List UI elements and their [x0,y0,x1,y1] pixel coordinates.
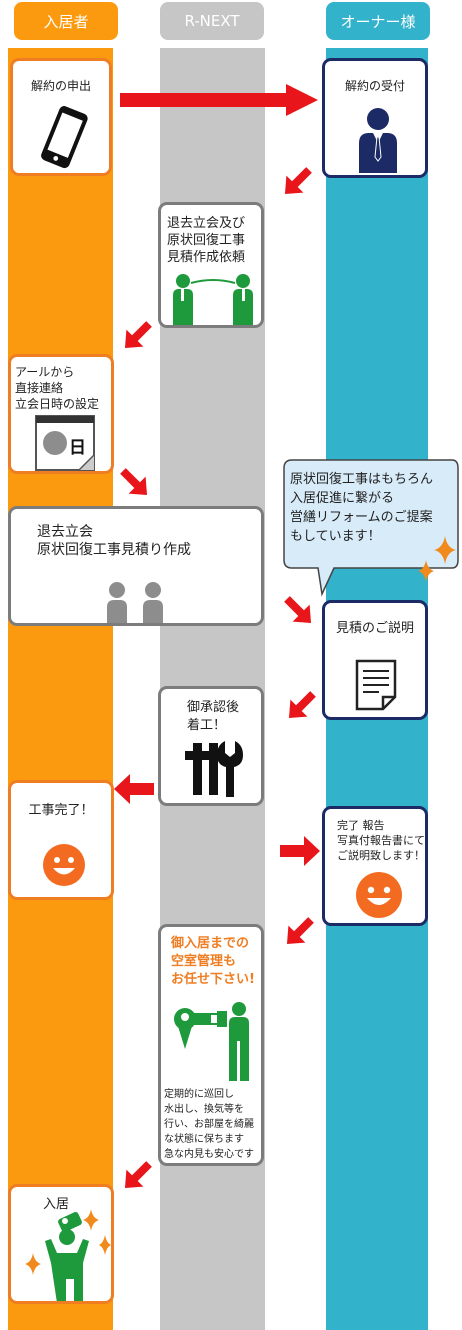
step-label-line1: アールから [15,365,75,379]
arrow-down-left-icon [284,167,312,195]
step-label: 解約の受付 [344,79,405,93]
key-handover-icon [174,1002,249,1081]
businessman-icon [359,108,397,173]
proposal-line4: もしています！ [290,529,381,544]
step-label-line2: 原状回復工事見積り作成 [37,542,191,558]
arrow-right-icon [120,84,318,116]
calendar-day-char: 日 [69,438,86,458]
person-with-key-icon [25,1209,111,1301]
vacancy-detail-line3: 行い、お部屋を綺麗 [164,1119,254,1130]
sparkle-icon [418,560,434,582]
vacancy-detail-line1: 定期的に巡回し [164,1089,234,1100]
step-label-line1: 退去立会 [37,524,93,540]
phone-call-icon [173,274,253,325]
step-label: 見積のご説明 [335,621,414,636]
people-meeting-icon [107,582,163,623]
step-label-line2: 着工！ [187,718,227,733]
step-estimate-request: 退去立会及び 原状回復工事 見積作成依頼 [158,202,264,328]
step-label: 工事完了！ [28,803,94,818]
step-label-line2: 写真付報告書にて [337,834,425,847]
arrow-down-right-icon [284,596,312,624]
vacancy-heading-line2: 空室管理も [171,954,237,969]
step-label-line1: 御承認後 [187,700,240,715]
vacancy-detail-line5: 急な内見も安心です [164,1149,254,1160]
step-label-line1: 完了 報告 [337,819,385,832]
vacancy-heading-line3: お任せ下さい! [171,972,255,987]
arrow-down-left-icon [124,1161,152,1189]
smartphone-icon [41,106,88,169]
step-complete: 工事完了！ [8,780,114,900]
step-label-line3: 見積作成依頼 [167,250,246,265]
step-label-line3: 立会日時の設定 [15,397,100,411]
proposal-line1: 原状回復工事はもちろん [290,472,434,487]
vacancy-heading-line1: 御入居までの [171,936,250,951]
arrow-down-left-icon [286,917,314,945]
step-move-in: 入居 [8,1184,114,1304]
header-tenant: 入居者 [14,2,118,40]
document-icon [355,659,397,711]
lane-tenant [8,48,113,1330]
smiley-icon [356,872,402,918]
step-direct-contact: アールから 直接連絡 立会日時の設定 日 [8,354,114,474]
step-label-line1: 退去立会及び [167,216,246,231]
step-label-line2: 直接連絡 [15,381,64,395]
step-label: 入居 [42,1197,69,1212]
smiley-icon [43,844,85,886]
vacancy-detail-line4: な状態に保ちます [164,1134,244,1145]
calendar-icon [35,415,95,471]
sparkle-icon [434,536,456,564]
proposal-line2: 入居促進に繋がる [290,491,395,506]
tools-icon [185,741,243,797]
step-vacancy-management: 御入居までの 空室管理も お任せ下さい! 定期的に巡回し 水出し、換気等を 行い… [158,924,264,1166]
proposal-text: 原状回復工事はもちろん 入居促進に繋がる 営繕リフォームのご提案 もしています！ [290,470,433,546]
step-label-line2: 原状回復工事 [167,233,246,248]
step-inspection: 退去立会 原状回復工事見積り作成 [8,506,264,626]
step-cancel-receive: 解約の受付 [322,58,428,178]
arrow-left-icon [114,774,154,804]
step-label-line3: ご説明致します！ [337,849,425,862]
step-start-construction: 御承認後 着工！ [158,686,264,806]
proposal-line3: 営繕リフォームのご提案 [290,510,433,525]
vacancy-detail-line2: 水出し、換気等を [164,1104,244,1115]
step-label: 解約の申出 [30,79,91,93]
step-report: 完了 報告 写真付報告書にて ご説明致します！ [322,806,428,926]
arrow-right-icon [280,836,320,866]
step-estimate-explain: 見積のご説明 [322,600,428,720]
arrow-down-right-icon [120,468,148,496]
header-rnext: R-NEXT [160,2,264,40]
arrow-down-left-icon [288,691,316,719]
header-owner: オーナー様 [326,2,430,40]
arrow-down-left-icon [124,321,152,349]
step-cancel-request: 解約の申出 [10,58,112,176]
speech-bubble [283,459,459,597]
